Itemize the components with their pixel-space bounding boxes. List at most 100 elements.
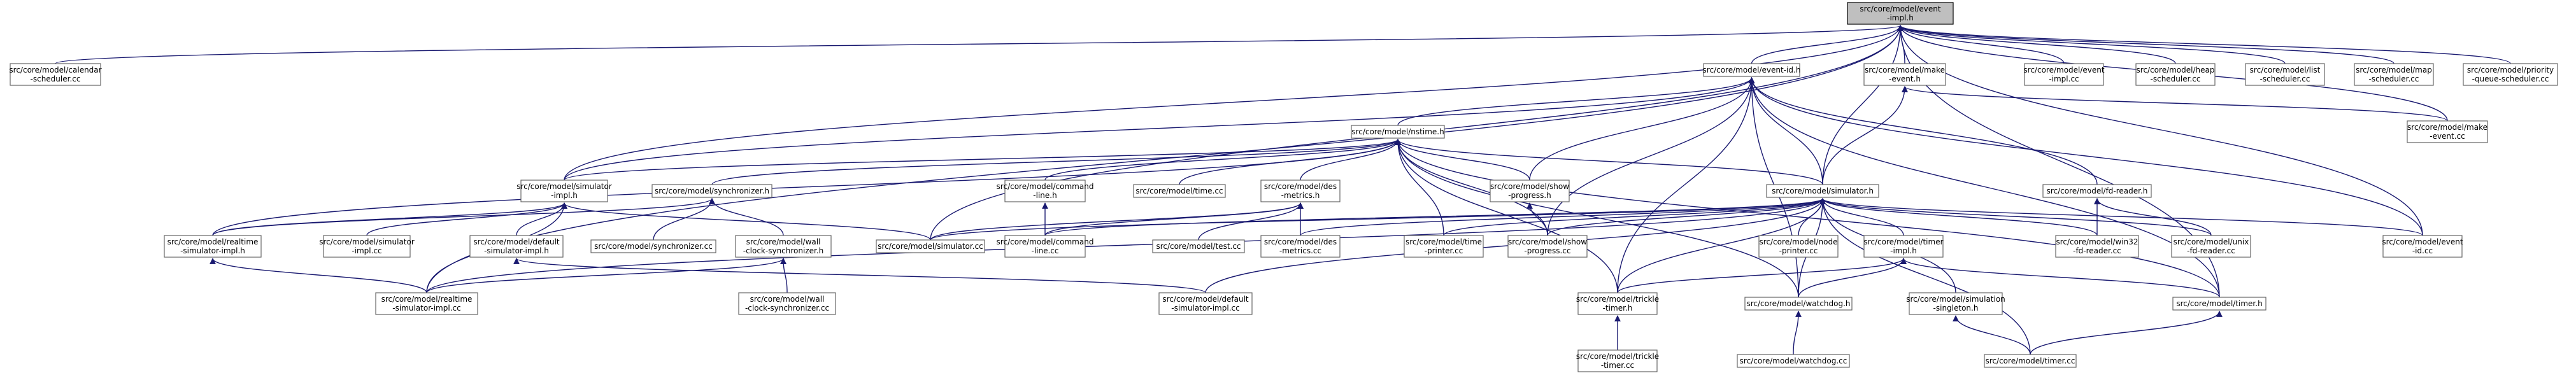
edge-sim_impl_h-to-eventid_h bbox=[564, 77, 1755, 181]
node-unix_cc[interactable]: src/core/model/unix-fd-reader.cc bbox=[2171, 235, 2251, 258]
node-timer_impl_h[interactable]: src/core/model/timer-impl.h bbox=[1863, 235, 1944, 258]
edge-show_progress_h-to-eventid_h bbox=[1529, 77, 1755, 181]
node-calendar[interactable]: src/core/model/calendar-scheduler.cc bbox=[9, 63, 102, 86]
node-synchronizer_h[interactable]: src/core/model/synchronizer.h bbox=[651, 184, 772, 198]
edge-win32_cc-to-simulator_h bbox=[1819, 198, 2098, 236]
node-synchronizer_cc[interactable]: src/core/model/synchronizer.cc bbox=[590, 239, 716, 253]
node-heap[interactable]: src/core/model/heap-scheduler.cc bbox=[2135, 63, 2216, 86]
node-label: -id.cc bbox=[2412, 246, 2433, 255]
node-show_progress_h[interactable]: src/core/model/show-progress.h bbox=[1490, 179, 1570, 202]
node-label: src/core/model/trickle bbox=[1576, 352, 1659, 361]
node-simulator_h[interactable]: src/core/model/simulator.h bbox=[1766, 184, 1879, 198]
node-label: src/core/model/command bbox=[997, 237, 1094, 246]
node-label: src/core/model/test.cc bbox=[1156, 242, 1241, 251]
node-label: src/core/model/des bbox=[1264, 237, 1337, 246]
node-make_event_cc[interactable]: src/core/model/make-event.cc bbox=[2407, 120, 2488, 143]
node-map[interactable]: src/core/model/map-scheduler.cc bbox=[2354, 63, 2434, 86]
node-wall_clock_h[interactable]: src/core/model/wall-clock-synchronizer.h bbox=[735, 235, 832, 258]
node-label: -metrics.cc bbox=[1279, 246, 1321, 255]
node-label: src/core/model/show bbox=[1490, 182, 1569, 191]
node-label: src/core/model/fd-reader.h bbox=[2047, 186, 2148, 195]
edge-cmdline_cc-to-simulator_h bbox=[1044, 198, 1826, 236]
node-rt_impl_cc[interactable]: src/core/model/realtime-simulator-impl.c… bbox=[375, 292, 478, 315]
node-watchdog_h[interactable]: src/core/model/watchdog.h bbox=[1744, 297, 1853, 311]
node-label: -metrics.h bbox=[1281, 191, 1320, 200]
edge-timer_cc-to-singleton_h bbox=[1953, 315, 2031, 355]
node-show_progress_cc[interactable]: src/core/model/show-progress.cc bbox=[1507, 235, 1588, 258]
edge-sim_impl_h-to-nstime bbox=[564, 139, 1401, 181]
node-watchdog_cc[interactable]: src/core/model/watchdog.cc bbox=[1737, 354, 1850, 368]
node-label: -scheduler.cc bbox=[31, 74, 81, 83]
node-time_cc[interactable]: src/core/model/time.cc bbox=[1133, 184, 1226, 198]
node-default_impl_cc[interactable]: src/core/model/default-simulator-impl.cc bbox=[1158, 292, 1253, 315]
node-sim_impl_h[interactable]: src/core/model/simulator-impl.h bbox=[516, 179, 612, 202]
node-priority[interactable]: src/core/model/priority-queue-scheduler.… bbox=[2463, 63, 2558, 86]
node-trickle_h[interactable]: src/core/model/trickle-timer.h bbox=[1576, 292, 1659, 315]
node-label: -impl.cc bbox=[352, 246, 381, 255]
edge-heap-to-root bbox=[1897, 25, 2176, 64]
node-label: src/core/model/timer.cc bbox=[1986, 356, 2075, 365]
node-label: -simulator-impl.cc bbox=[1171, 304, 1239, 313]
node-label: src/core/model/event bbox=[1860, 4, 1940, 13]
node-label: src/core/model/timer bbox=[1863, 237, 1943, 246]
node-label: -event.h bbox=[1889, 74, 1921, 83]
edge-calendar-to-root bbox=[55, 25, 1903, 64]
node-label: src/core/model/simulator bbox=[516, 182, 612, 191]
node-label: -simulator-impl.h bbox=[180, 246, 245, 255]
edge-rt_impl_cc-to-simulator_h bbox=[426, 198, 1826, 293]
node-des_metrics_cc[interactable]: src/core/model/des-metrics.cc bbox=[1260, 235, 1341, 258]
node-label: src/core/model/event bbox=[2023, 66, 2104, 74]
node-label: src/core/model/wall bbox=[750, 295, 825, 304]
node-time_printer_cc[interactable]: src/core/model/time-printer.cc bbox=[1404, 235, 1484, 258]
node-make_event_h[interactable]: src/core/model/make-event.h bbox=[1863, 63, 1946, 86]
edge-eventid_h-to-root bbox=[1751, 25, 1904, 64]
node-node_printer_cc[interactable]: src/core/model/node-printer.cc bbox=[1758, 235, 1839, 258]
node-label: src/core/model/unix bbox=[2174, 237, 2249, 246]
node-default_impl_h[interactable]: src/core/model/default-simulator-impl.h bbox=[469, 235, 564, 258]
edge-des_metrics_h-to-nstime bbox=[1300, 139, 1401, 181]
node-cmdline_h[interactable]: src/core/model/command-line.h bbox=[997, 179, 1094, 202]
node-nstime[interactable]: src/core/model/nstime.h bbox=[1351, 125, 1445, 139]
edge-fd_reader_h-to-eventid_h bbox=[1748, 77, 2098, 185]
edge-rt_impl_h-to-nstime bbox=[212, 139, 1401, 236]
node-trickle_cc[interactable]: src/core/model/trickle-timer.cc bbox=[1576, 349, 1659, 372]
node-timer_cc[interactable]: src/core/model/timer.cc bbox=[1984, 354, 2077, 368]
edge-map-to-root bbox=[1897, 25, 2395, 64]
node-label: -scheduler.cc bbox=[2260, 74, 2310, 83]
node-label: src/core/model/simulator.cc bbox=[878, 242, 983, 251]
node-list[interactable]: src/core/model/list-scheduler.cc bbox=[2245, 63, 2325, 86]
edge-list-to-root bbox=[1897, 25, 2286, 64]
node-label: -line.cc bbox=[1032, 246, 1059, 255]
node-test_cc[interactable]: src/core/model/test.cc bbox=[1152, 239, 1245, 253]
node-cmdline_cc[interactable]: src/core/model/command-line.cc bbox=[997, 235, 1094, 258]
edge-simulator_h-to-eventid_h bbox=[1748, 77, 1823, 185]
node-label: -impl.h bbox=[1890, 246, 1917, 255]
node-label: src/core/model/realtime bbox=[167, 237, 259, 246]
node-label: src/core/model/map bbox=[2356, 66, 2432, 74]
node-timer_h[interactable]: src/core/model/timer.h bbox=[2172, 297, 2266, 311]
edge-timer_impl_h-to-simulator_h bbox=[1819, 198, 1904, 236]
node-label: -printer.cc bbox=[1425, 246, 1463, 255]
edge-show_progress_cc-to-show_progress_h bbox=[1526, 202, 1548, 236]
node-root[interactable]: src/core/model/event-impl.h bbox=[1847, 2, 1954, 25]
edge-rt_impl_h-to-synchronizer_h bbox=[212, 198, 715, 236]
node-label: src/core/model/command bbox=[997, 182, 1094, 191]
node-des_metrics_h[interactable]: src/core/model/des-metrics.h bbox=[1260, 179, 1341, 202]
node-label: -scheduler.cc bbox=[2151, 74, 2201, 83]
edge-des_metrics_cc-to-simulator_h bbox=[1300, 198, 1826, 236]
node-singleton_h[interactable]: src/core/model/simulation-singleton.h bbox=[1906, 292, 2005, 315]
node-label: -progress.h bbox=[1508, 191, 1551, 200]
node-fd_reader_h[interactable]: src/core/model/fd-reader.h bbox=[2042, 184, 2152, 198]
node-label: src/core/model/watchdog.h bbox=[1746, 299, 1850, 308]
node-eventid_h[interactable]: src/core/model/event-id.h bbox=[1703, 63, 1801, 77]
node-label: src/core/model/nstime.h bbox=[1351, 127, 1444, 136]
node-sim_impl_cc[interactable]: src/core/model/simulator-impl.cc bbox=[319, 235, 415, 258]
node-label: src/core/model/wall bbox=[746, 237, 821, 246]
node-wall_clock_cc[interactable]: src/core/model/wall-clock-synchronizer.c… bbox=[738, 292, 836, 315]
node-simulator_cc[interactable]: src/core/model/simulator.cc bbox=[876, 239, 985, 253]
node-event_id_cc[interactable]: src/core/model/event-id.cc bbox=[2382, 235, 2463, 258]
edge-watchdog_cc-to-watchdog_h bbox=[1793, 311, 1802, 355]
node-win32_cc[interactable]: src/core/model/win32-fd-reader.cc bbox=[2055, 235, 2139, 258]
node-rt_impl_h[interactable]: src/core/model/realtime-simulator-impl.h bbox=[164, 235, 262, 258]
node-event_impl_cc[interactable]: src/core/model/event-impl.cc bbox=[2023, 63, 2105, 86]
